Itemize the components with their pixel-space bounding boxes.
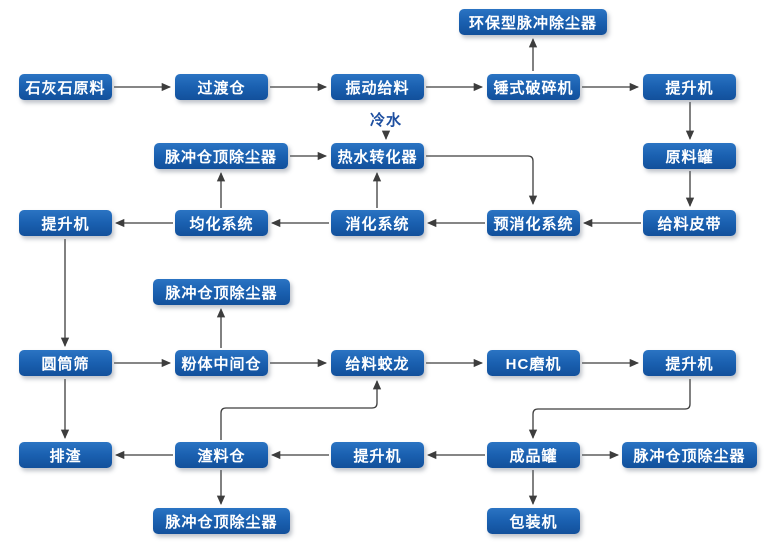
- node-drum-screen: 圆筒筛: [19, 350, 112, 376]
- node-digestion-system: 消化系统: [331, 210, 424, 236]
- cold-water-label: 冷水: [369, 112, 402, 129]
- node-finished-product-tank: 成品罐: [487, 442, 580, 468]
- node-pulse-silo-dust-1: 脉冲仓顶除尘器: [154, 143, 288, 169]
- node-vibration-feeder: 振动给料: [331, 74, 424, 100]
- node-hc-mill: HC磨机: [487, 350, 580, 376]
- node-elevator-3: 提升机: [643, 350, 736, 376]
- node-homogenization-system: 均化系统: [175, 210, 268, 236]
- node-pulse-silo-dust-3: 脉冲仓顶除尘器: [622, 442, 757, 468]
- node-slag-bin: 渣料仓: [175, 442, 268, 468]
- node-feeding-belt: 给料皮带: [643, 210, 736, 236]
- node-feeding-screw: 给料蛟龙: [331, 350, 424, 376]
- node-packing-machine: 包装机: [487, 508, 580, 534]
- node-elevator-4: 提升机: [331, 442, 424, 468]
- node-hot-water-converter: 热水转化器: [331, 143, 424, 169]
- node-powder-intermediate-bin: 粉体中间仓: [175, 350, 268, 376]
- node-hammer-crusher: 锤式破碎机: [487, 74, 580, 100]
- node-eco-pulse-dust-collector: 环保型脉冲除尘器: [459, 9, 607, 35]
- node-elevator-1: 提升机: [643, 74, 736, 100]
- flow-arrows: [60, 37, 695, 506]
- node-pulse-silo-dust-4: 脉冲仓顶除尘器: [153, 508, 290, 534]
- node-transition-bin: 过渡仓: [175, 74, 268, 100]
- node-raw-material-tank: 原料罐: [643, 143, 736, 169]
- node-limestone-raw: 石灰石原料: [19, 74, 112, 100]
- node-elevator-2: 提升机: [19, 210, 112, 236]
- node-pre-digestion-system: 预消化系统: [487, 210, 580, 236]
- node-pulse-silo-dust-2: 脉冲仓顶除尘器: [153, 279, 290, 305]
- node-slag-discharge: 排渣: [19, 442, 112, 468]
